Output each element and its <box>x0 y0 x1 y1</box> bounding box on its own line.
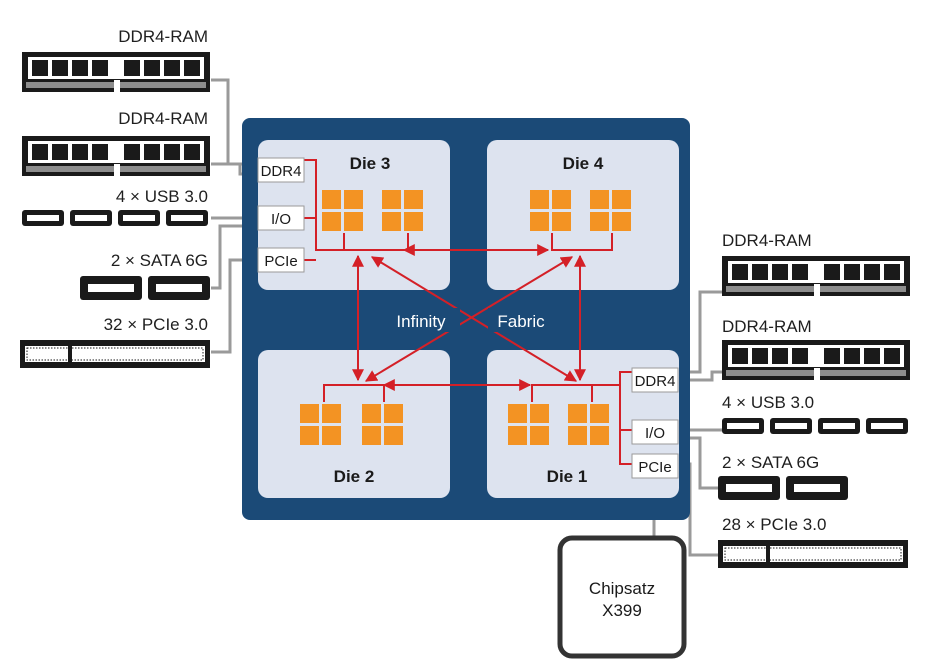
right-peripherals: DDR4-RAM DDR4-RAM <box>652 231 910 568</box>
ccx-die3-a <box>322 190 363 231</box>
core-clusters <box>300 190 631 445</box>
pcie-port-box <box>631 453 679 479</box>
usb-label-left: 4 × USB 3.0 <box>116 187 208 206</box>
chipset-label: Chipsatz <box>589 579 655 598</box>
io-port-box <box>631 419 679 445</box>
die-2-label: Die 2 <box>334 467 375 486</box>
fabric-link-4-2 <box>364 256 574 382</box>
io-port-box <box>257 205 305 231</box>
pcie-port-label: PCIe <box>638 459 671 476</box>
pcie-port-label: PCIe <box>264 253 297 270</box>
ddr4-port-box <box>257 157 305 183</box>
ram-module-icon <box>722 340 910 380</box>
ram-label-left-2: DDR4-RAM <box>118 109 208 128</box>
sata-label-right: 2 × SATA 6G <box>722 453 819 472</box>
ram2-link-right <box>672 370 722 382</box>
fabric-label-bg-2 <box>488 308 554 332</box>
pcie-port-box <box>257 247 305 273</box>
ccx-die1-b <box>568 404 609 445</box>
ddr4-port-box <box>631 367 679 393</box>
die3-ports: DDR4 I/O PCIe <box>257 157 305 273</box>
ram-module-icon <box>22 136 210 176</box>
pcie-slot-icon <box>718 540 908 568</box>
usb-ports-icon <box>22 210 208 226</box>
sata-ports-icon <box>718 476 848 500</box>
sata-label-left: 2 × SATA 6G <box>111 251 208 270</box>
ccx-die4-b <box>590 190 631 231</box>
fabric-label-bg <box>382 308 460 332</box>
ddr4-port-label: DDR4 <box>635 373 676 390</box>
ccx-die2-b <box>362 404 403 445</box>
usb-label-right: 4 × USB 3.0 <box>722 393 814 412</box>
die-1-label: Die 1 <box>547 467 588 486</box>
usb-ports-icon <box>722 418 908 434</box>
die4-bus <box>551 233 613 251</box>
die1-ports: DDR4 I/O PCIe <box>631 367 679 479</box>
ram-module-icon <box>722 256 910 296</box>
pcie-label-right: 28 × PCIe 3.0 <box>722 515 826 534</box>
ccx-die1-a <box>508 404 549 445</box>
chipset: Chipsatz X399 <box>557 535 687 659</box>
sata-link <box>211 224 260 290</box>
ram-label-right-2: DDR4-RAM <box>722 317 812 336</box>
ram-module-icon <box>22 52 210 92</box>
ddr4-port-label: DDR4 <box>261 163 302 180</box>
die-4-label: Die 4 <box>563 154 604 173</box>
die2-bus <box>323 384 385 402</box>
infinity-fabric-label: Infinity <box>396 312 446 331</box>
cpu-package: Die 3 Die 4 Die 2 Die 1 <box>242 118 690 520</box>
pcie-label-left: 32 × PCIe 3.0 <box>104 315 208 334</box>
infinity-fabric-label-2: Fabric <box>497 312 545 331</box>
ram-label-right-1: DDR4-RAM <box>722 231 812 250</box>
ccx-die2-a <box>300 404 341 445</box>
left-peripherals: DDR4-RAM DDR4-RAM <box>20 27 260 368</box>
ccx-die4-a <box>530 190 571 231</box>
io-port-label: I/O <box>271 211 291 228</box>
chipset-box <box>557 535 687 659</box>
chipset-model-label: X399 <box>602 601 642 620</box>
ccx-die3-b <box>382 190 423 231</box>
io-port-label: I/O <box>645 425 665 442</box>
ram-label-left-1: DDR4-RAM <box>118 27 208 46</box>
infinity-fabric-links <box>352 244 586 391</box>
sata-ports-icon <box>80 276 210 300</box>
pcie-slot-icon <box>20 340 210 368</box>
die-3-label: Die 3 <box>350 154 391 173</box>
die1-vertical <box>619 385 632 465</box>
die-1-panel <box>487 350 679 498</box>
